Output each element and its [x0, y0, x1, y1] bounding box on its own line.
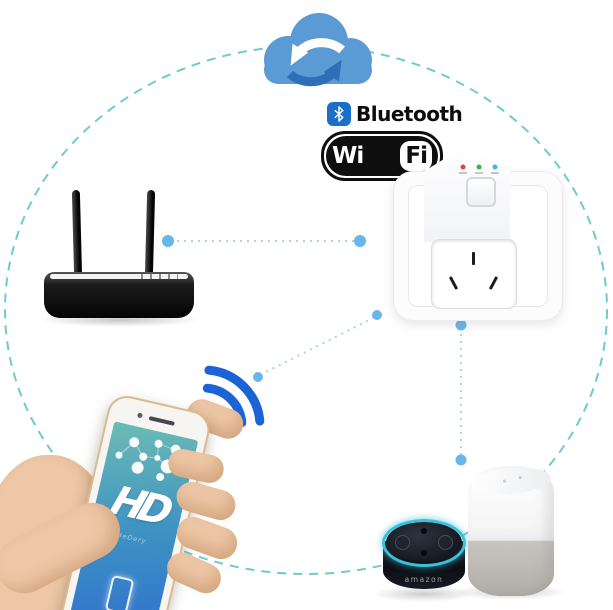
google-home-mic-dot [518, 476, 522, 480]
cloud-shape [264, 13, 372, 84]
link-dot [354, 235, 366, 247]
led-label-mark [475, 172, 483, 174]
wifi-fi-box: Fi [400, 141, 432, 171]
phone-speaker-slot [148, 416, 175, 426]
outlet-live-slot [448, 276, 459, 290]
router-top-strip [50, 274, 188, 279]
link-dot [455, 319, 467, 331]
outlet-neutral-slot [488, 276, 499, 290]
echo-light-ring [382, 519, 466, 567]
echo-button-right [438, 535, 453, 550]
outlet-earth-slot [472, 252, 475, 265]
phone-camera-dot [136, 412, 143, 419]
plug-pairing-button [466, 177, 496, 207]
power-outlet [431, 239, 517, 309]
cloud-sync-icon [264, 13, 372, 87]
bluetooth-icon [327, 102, 351, 126]
sync-arrow-dark [286, 59, 342, 87]
plug-status-leds [460, 164, 498, 170]
amazon-echo-dot: amazon [382, 517, 466, 593]
link-phone-plug [259, 316, 376, 376]
wifi-fi-text: Fi [405, 143, 428, 169]
wifi-logo: Wi Fi [321, 131, 443, 181]
router-indicator-lights [134, 274, 178, 279]
bluetooth-logo: Bluetooth [327, 102, 463, 126]
echo-mic-hole-bottom [421, 550, 427, 556]
link-dot [253, 372, 263, 382]
wifi-logo-inner: Wi Fi [326, 136, 438, 176]
link-dot [455, 454, 467, 466]
echo-shadow [372, 586, 476, 602]
link-dot [162, 235, 174, 247]
led-label-mark [491, 172, 499, 174]
link-dot [372, 310, 382, 320]
echo-top-face [386, 522, 462, 562]
sync-arrow-light [290, 38, 345, 66]
google-home-speaker [468, 464, 554, 596]
echo-button-left [395, 535, 410, 550]
phone-outline-icon [104, 574, 135, 610]
google-home-mic-dot [502, 479, 507, 483]
led-label-mark [459, 172, 467, 174]
echo-brand-text: amazon [404, 575, 444, 584]
bluetooth-label: Bluetooth [356, 102, 463, 126]
echo-mic-hole-top [421, 528, 427, 534]
wifi-wi-text: Wi [332, 143, 364, 169]
router-body [44, 272, 194, 318]
